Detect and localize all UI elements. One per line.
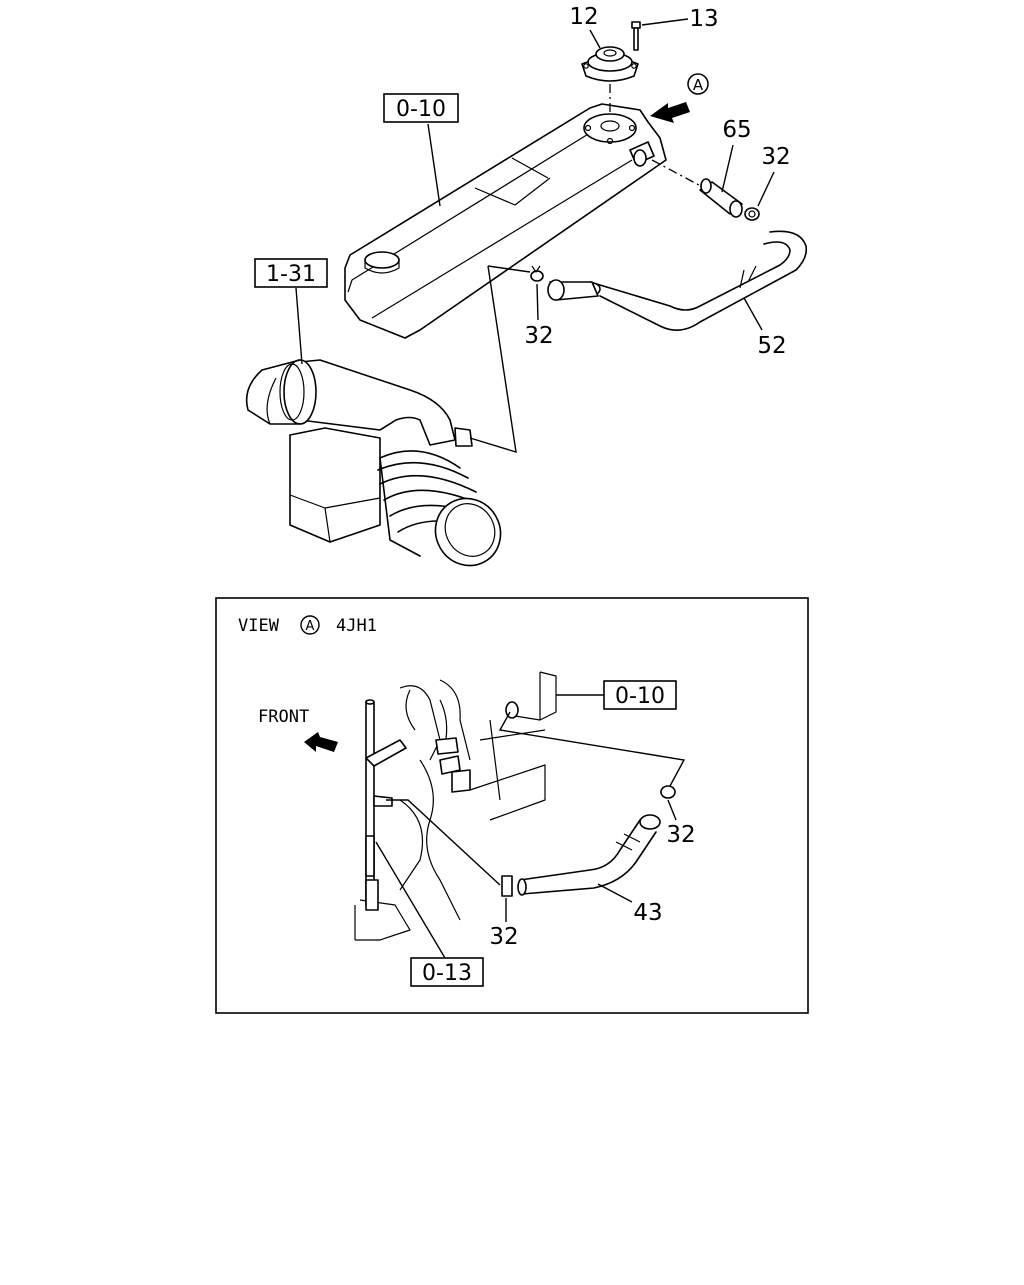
svg-text:32: 32 [666, 822, 695, 848]
oil-filler-cap [581, 21, 641, 82]
svg-text:VIEW: VIEW [238, 616, 280, 636]
callout-12: 12 [569, 4, 601, 49]
view-a-arrow: A [650, 73, 709, 123]
hose-clamp-upper [744, 207, 760, 221]
breather-hose [547, 230, 808, 331]
inset-callout-43: 43 [597, 883, 663, 926]
front-arrow-icon [304, 732, 338, 752]
inset-callout-32-right: 32 [666, 799, 696, 848]
breather-hose-43 [517, 814, 661, 896]
svg-text:32: 32 [524, 323, 553, 349]
inset-ref-box-dipstick: 0-13 [375, 841, 484, 987]
ref-box-intake: 1-31 [254, 258, 328, 365]
svg-text:32: 32 [761, 144, 790, 170]
svg-text:65: 65 [722, 117, 751, 143]
rocker-cover [344, 103, 667, 339]
svg-text:A: A [306, 619, 315, 634]
hose-clamp-lower [530, 265, 544, 282]
svg-text:0-13: 0-13 [422, 961, 472, 986]
front-indicator: FRONT [258, 707, 338, 752]
inset-callout-32-left: 32 [489, 898, 519, 950]
air-intake-duct [245, 359, 502, 567]
svg-text:4JH1: 4JH1 [336, 616, 377, 636]
inset-view-a: VIEW A 4JH1 FRONT [215, 597, 809, 1014]
svg-text:13: 13 [689, 6, 718, 32]
svg-text:FRONT: FRONT [258, 707, 309, 727]
callout-52: 52 [743, 297, 787, 359]
inset-clamp-left [501, 875, 513, 897]
svg-text:32: 32 [489, 924, 518, 950]
svg-text:52: 52 [757, 333, 786, 359]
svg-text:0-10: 0-10 [615, 684, 665, 709]
callout-65: 65 [721, 117, 752, 193]
inset-heading: VIEW A 4JH1 [238, 615, 377, 636]
main-diagram: A [245, 4, 808, 567]
inset-clamp-right [660, 785, 676, 799]
svg-text:1-31: 1-31 [266, 262, 316, 287]
svg-text:0-10: 0-10 [396, 97, 446, 122]
svg-text:12: 12 [569, 4, 598, 30]
callout-32-upper: 32 [757, 144, 791, 207]
callout-13: 13 [641, 6, 719, 32]
pcv-connector [699, 178, 743, 218]
view-marker-a: A [693, 76, 704, 94]
inset-frame [215, 597, 809, 1014]
ref-box-cover: 0-10 [383, 93, 459, 207]
engine-sketch [354, 671, 557, 941]
callout-32-lower: 32 [524, 283, 554, 349]
svg-text:43: 43 [633, 900, 662, 926]
inset-ref-box-cover: 0-10 [556, 680, 677, 710]
